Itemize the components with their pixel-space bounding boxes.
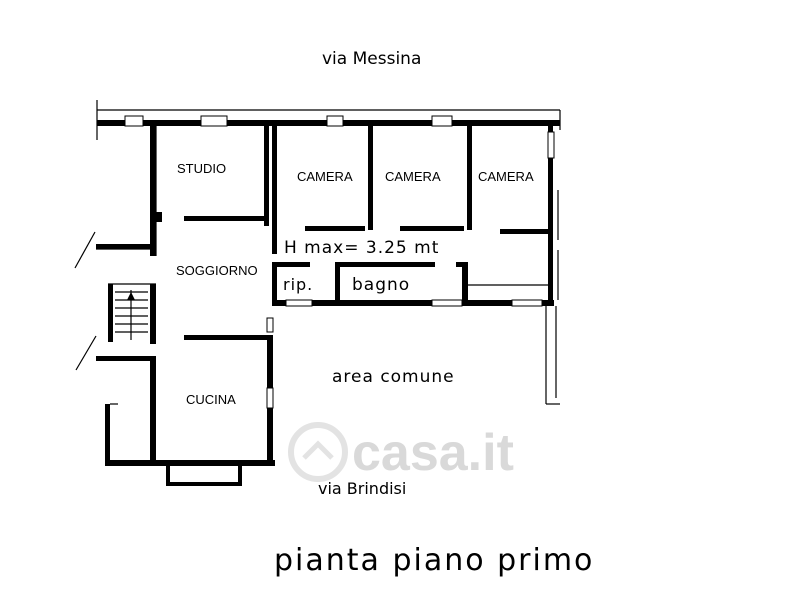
room-label-soggiorno: SOGGIORNO [176,263,258,278]
room-label-cucina: CUCINA [186,392,236,407]
room-label-ripostiglio: rip. [283,275,313,294]
watermark-house-icon [302,440,334,460]
street-label-top: via Messina [322,49,421,69]
watermark: casa.it [288,422,514,482]
watermark-text: casa.it [352,424,514,482]
street-label-bottom: via Brindisi [318,479,406,498]
room-label-camera-3: CAMERA [478,169,534,184]
height-note: H max= 3.25 mt [284,238,439,258]
room-label-camera-2: CAMERA [385,169,441,184]
stairs-icon [115,290,148,340]
walls [74,100,561,486]
plan-title: pianta piano primo [274,543,594,578]
room-label-area-comune: area comune [332,367,455,387]
room-label-bagno: bagno [352,275,410,295]
watermark-logo-icon [288,422,348,482]
room-label-camera-1: CAMERA [297,169,353,184]
room-label-studio: STUDIO [177,161,226,176]
